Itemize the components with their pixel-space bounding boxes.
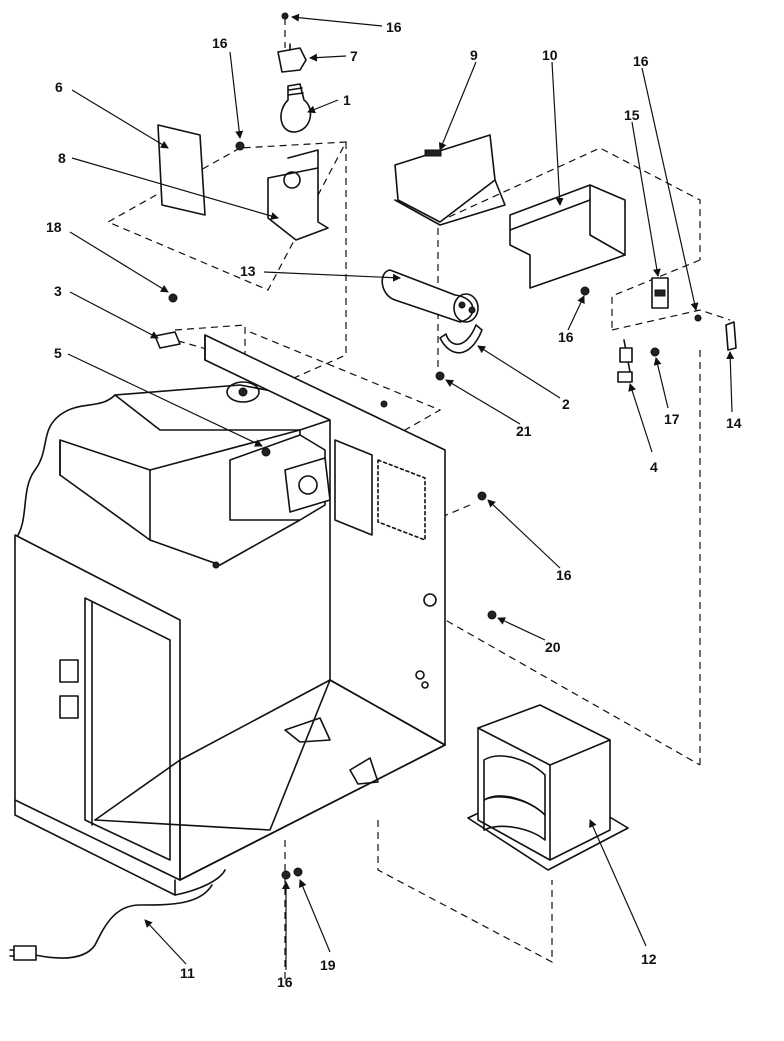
screws [168, 12, 702, 880]
screw-16-top [281, 12, 289, 20]
leader-lines [67, 13, 735, 970]
callout-3: 3 [54, 283, 62, 299]
callout-10: 10 [542, 47, 558, 63]
callout-19: 19 [320, 957, 336, 973]
lamp-bulb [280, 83, 312, 133]
screw-20 [487, 610, 497, 620]
screw-18 [168, 293, 178, 303]
screw-16-bottom [281, 870, 291, 880]
screw-16-duct [580, 286, 590, 296]
power-cord [9, 884, 213, 961]
callout-16-bottom: 16 [277, 974, 293, 990]
cabinet [14, 334, 446, 896]
callout-8: 8 [58, 150, 66, 166]
capacitor-clamp [439, 324, 483, 354]
callout-16-left: 16 [212, 35, 228, 51]
cover-plate [157, 124, 206, 216]
fuse [725, 321, 737, 351]
screw-21 [435, 371, 445, 381]
mounting-clip [154, 331, 181, 349]
screw-16-right [694, 314, 702, 322]
callout-14: 14 [726, 415, 742, 431]
callout-13: 13 [240, 263, 256, 279]
callout-12: 12 [641, 951, 657, 967]
shield-panel [394, 134, 506, 226]
lamp-socket [277, 43, 307, 73]
air-duct [509, 184, 626, 289]
callout-2: 2 [562, 396, 570, 412]
callout-5: 5 [54, 345, 62, 361]
callout-9: 9 [470, 47, 478, 63]
thermal-cutout [617, 339, 633, 383]
screw-16-mid [477, 491, 487, 501]
callout-16-mid: 16 [556, 567, 572, 583]
callout-1: 1 [343, 92, 351, 108]
callout-20: 20 [545, 639, 561, 655]
callout-18: 18 [46, 219, 62, 235]
callout-16-right: 16 [633, 53, 649, 69]
callout-7: 7 [350, 48, 358, 64]
callout-11: 11 [180, 965, 195, 981]
callout-6: 6 [55, 79, 63, 95]
callout-16-duct: 16 [558, 329, 574, 345]
lamp-bracket [267, 149, 329, 241]
callout-21: 21 [516, 423, 532, 439]
callout-15: 15 [624, 107, 640, 123]
callout-4: 4 [650, 459, 658, 475]
callout-17: 17 [664, 411, 680, 427]
screw-16-left [235, 141, 245, 151]
diode-block [651, 277, 669, 309]
callout-16-top: 16 [386, 19, 402, 35]
screw-17 [650, 347, 660, 357]
transformer [467, 704, 629, 871]
callouts: 16 7 1 16 6 8 9 10 16 15 13 18 3 5 16 2 … [46, 19, 742, 990]
screw-19 [293, 867, 303, 877]
